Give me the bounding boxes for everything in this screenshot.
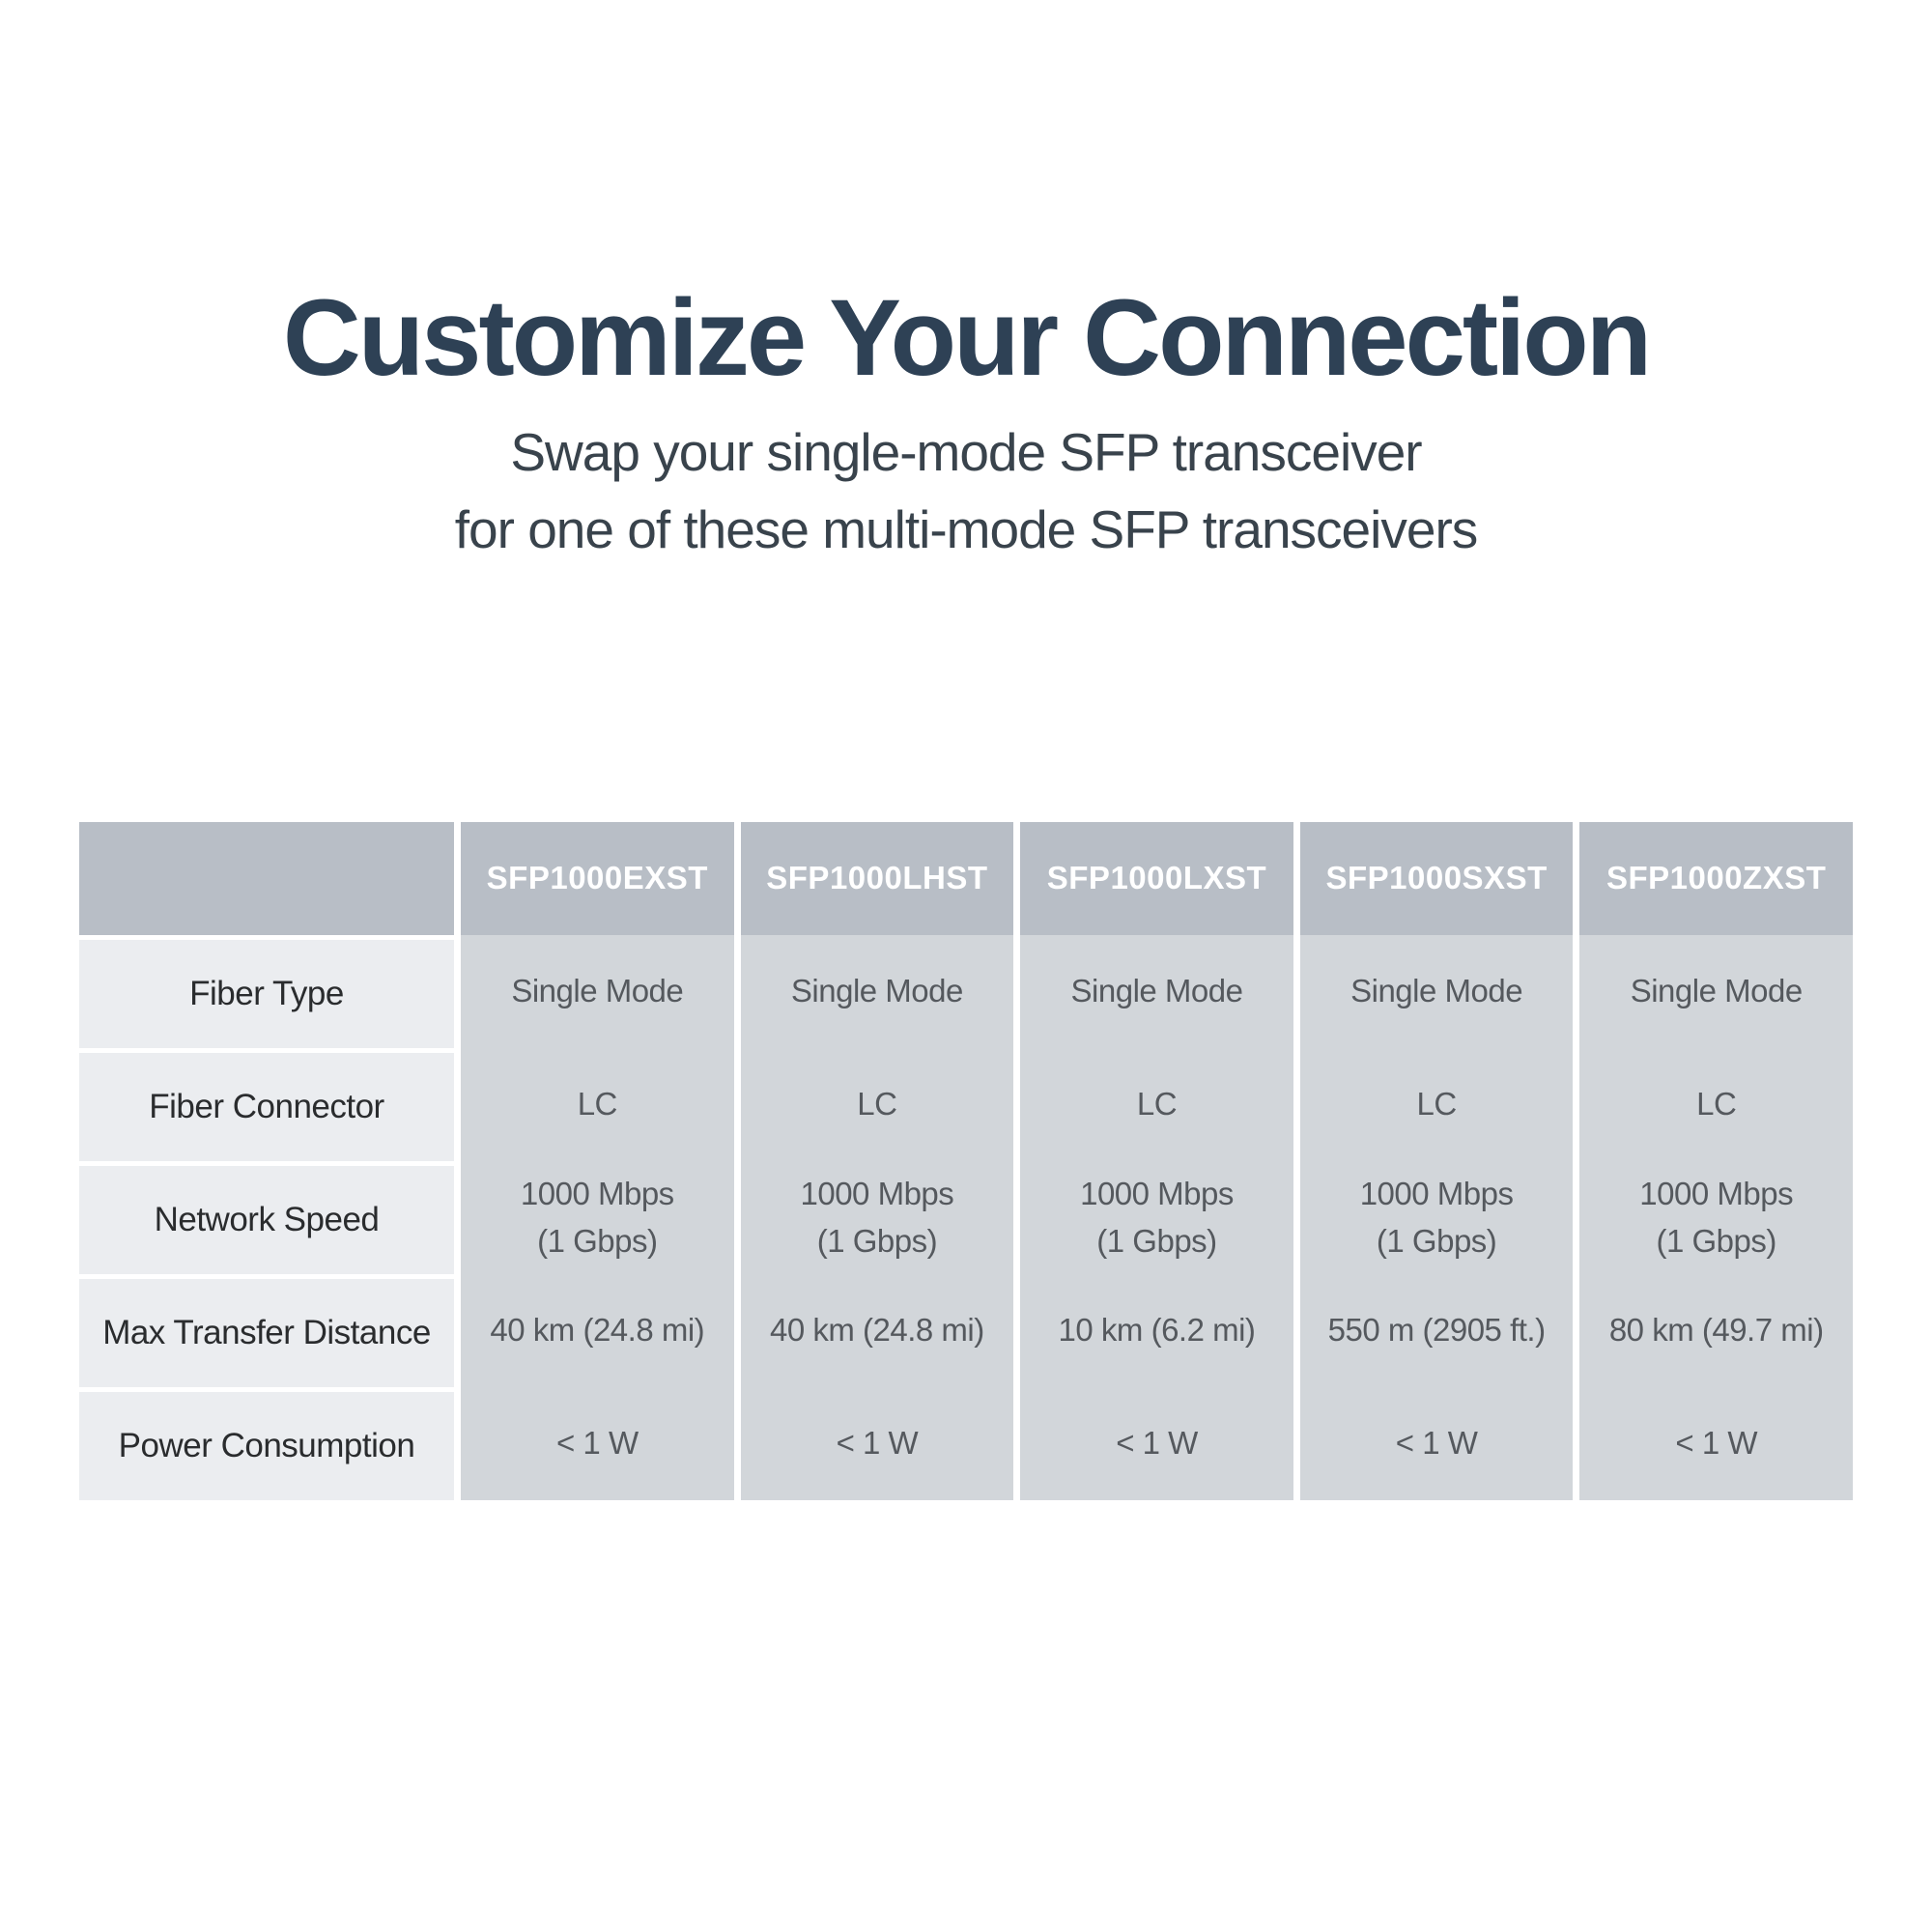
subtitle-line-1: Swap your single-mode SFP transceiver [510,422,1422,483]
column-header-sfp1000lxst: SFP1000LXST [1020,821,1293,935]
spec-cell: Single Mode [740,934,1014,1048]
row-label-network-speed: Network Speed [79,1160,454,1274]
page-title: Customize Your Connection [282,277,1652,398]
table-corner-cell [79,821,454,935]
spec-cell: LC [461,1047,734,1161]
spec-cell: 1000 Mbps (1 Gbps) [1299,1160,1574,1274]
page-subtitle: Swap your single-mode SFP transceiver fo… [0,414,1932,569]
spec-cell: LC [740,1047,1014,1161]
spec-cell: LC [1579,1047,1853,1161]
spec-cell: < 1 W [1020,1386,1293,1500]
spec-cell: < 1 W [461,1386,734,1500]
subtitle-line-2: for one of these multi-mode SFP transcei… [454,498,1479,559]
column-header-sfp1000zxst: SFP1000ZXST [1579,821,1853,935]
spec-cell: 80 km (49.7 mi) [1579,1273,1853,1387]
spec-cell: Single Mode [461,934,734,1048]
column-header-sfp1000sxst: SFP1000SXST [1299,821,1574,935]
spec-cell: 40 km (24.8 mi) [740,1273,1014,1387]
spec-cell: 550 m (2905 ft.) [1299,1273,1574,1387]
spec-cell: < 1 W [740,1386,1014,1500]
row-label-power-consumption: Power Consumption [79,1386,454,1500]
column-header-sfp1000lhst: SFP1000LHST [740,821,1014,935]
spec-cell: 10 km (6.2 mi) [1020,1273,1293,1387]
row-label-max-transfer-distance: Max Transfer Distance [79,1273,454,1387]
spec-cell: 1000 Mbps (1 Gbps) [740,1160,1014,1274]
spec-cell: 40 km (24.8 mi) [461,1273,734,1387]
spec-cell: 1000 Mbps (1 Gbps) [461,1160,734,1274]
spec-comparison-table: SFP1000EXST SFP1000LHST SFP1000LXST SFP1… [79,821,1853,1500]
row-label-fiber-type: Fiber Type [79,934,454,1048]
spec-cell: 1000 Mbps (1 Gbps) [1579,1160,1853,1274]
spec-cell: Single Mode [1579,934,1853,1048]
spec-cell: LC [1299,1047,1574,1161]
spec-cell: Single Mode [1020,934,1293,1048]
column-header-sfp1000exst: SFP1000EXST [461,821,734,935]
spec-cell: < 1 W [1299,1386,1574,1500]
spec-cell: LC [1020,1047,1293,1161]
spec-cell: Single Mode [1299,934,1574,1048]
spec-cell: < 1 W [1579,1386,1853,1500]
infographic-page: Customize Your Connection Swap your sing… [0,278,1932,1932]
spec-cell: 1000 Mbps (1 Gbps) [1020,1160,1293,1274]
row-label-fiber-connector: Fiber Connector [79,1047,454,1161]
